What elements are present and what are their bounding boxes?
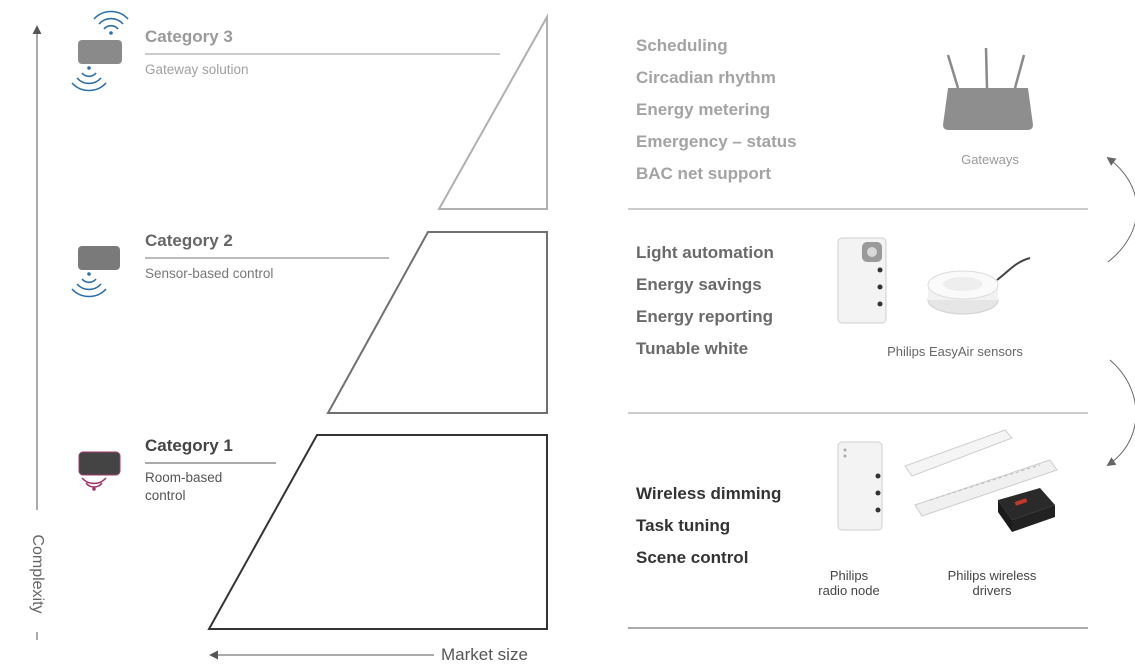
feature-item: Emergency – status bbox=[636, 132, 797, 151]
wireless-drivers-caption-line1: Philips wireless bbox=[947, 568, 1037, 583]
gateway-wireless-icon bbox=[71, 10, 129, 92]
wireless-drivers-caption: Philips wireless drivers bbox=[922, 568, 1062, 598]
feature-item: Circadian rhythm bbox=[636, 68, 776, 87]
upgrade-arrow-lower bbox=[1106, 359, 1135, 467]
easyair-sensors-caption: Philips EasyAir sensors bbox=[887, 344, 1023, 359]
feature-item: Energy reporting bbox=[636, 307, 773, 326]
radio-node-picture bbox=[837, 441, 883, 531]
gateways-caption: Gateways bbox=[961, 152, 1019, 167]
radio-node-caption-line1: Philips bbox=[829, 568, 869, 583]
feature-item: Task tuning bbox=[636, 516, 731, 535]
category1-shape bbox=[207, 434, 548, 630]
easyair-sensor-ceiling-picture bbox=[927, 257, 1031, 315]
category2-shape bbox=[326, 231, 548, 414]
radio-node-caption: Philips radio node bbox=[800, 568, 898, 598]
feature-item: Wireless dimming bbox=[636, 484, 782, 503]
category3-title: Category 3 bbox=[145, 27, 233, 46]
room-wireless-icon bbox=[78, 451, 121, 491]
wireless-drivers-caption-line2: drivers bbox=[972, 583, 1012, 598]
gateway-device-picture bbox=[943, 47, 1033, 130]
feature-item: Tunable white bbox=[636, 339, 749, 358]
feature-item: BAC net support bbox=[636, 164, 772, 183]
category3-feature-list: Scheduling Circadian rhythm Energy meter… bbox=[636, 30, 797, 190]
category3-subtitle: Gateway solution bbox=[145, 62, 249, 77]
category1-title: Category 1 bbox=[145, 436, 233, 455]
category3-shape bbox=[437, 13, 548, 210]
category2-title: Category 2 bbox=[145, 231, 233, 250]
sensor-wireless-icon bbox=[71, 246, 120, 298]
category1-feature-list: Wireless dimming Task tuning Scene contr… bbox=[636, 478, 781, 574]
feature-item: Scene control bbox=[636, 548, 749, 567]
feature-item: Scheduling bbox=[636, 36, 728, 55]
feature-item: Light automation bbox=[636, 243, 774, 262]
category1-subtitle: Room-based control bbox=[145, 469, 222, 505]
feature-item: Energy savings bbox=[636, 275, 762, 294]
complexity-label-text: Complexity bbox=[29, 534, 46, 614]
category2-feature-list: Light automation Energy savings Energy r… bbox=[636, 237, 774, 365]
easyair-sensor-plug-picture bbox=[837, 237, 887, 324]
category1-subtitle-line2: control bbox=[145, 488, 186, 503]
radio-node-caption-line2: radio node bbox=[818, 583, 880, 598]
category1-subtitle-line1: Room-based bbox=[145, 470, 223, 485]
upgrade-arrow-upper bbox=[1106, 156, 1135, 263]
market-size-label: Market size bbox=[441, 645, 528, 664]
category2-subtitle: Sensor-based control bbox=[145, 266, 274, 281]
wireless-drivers-picture bbox=[904, 429, 1058, 532]
feature-item: Energy metering bbox=[636, 100, 771, 119]
